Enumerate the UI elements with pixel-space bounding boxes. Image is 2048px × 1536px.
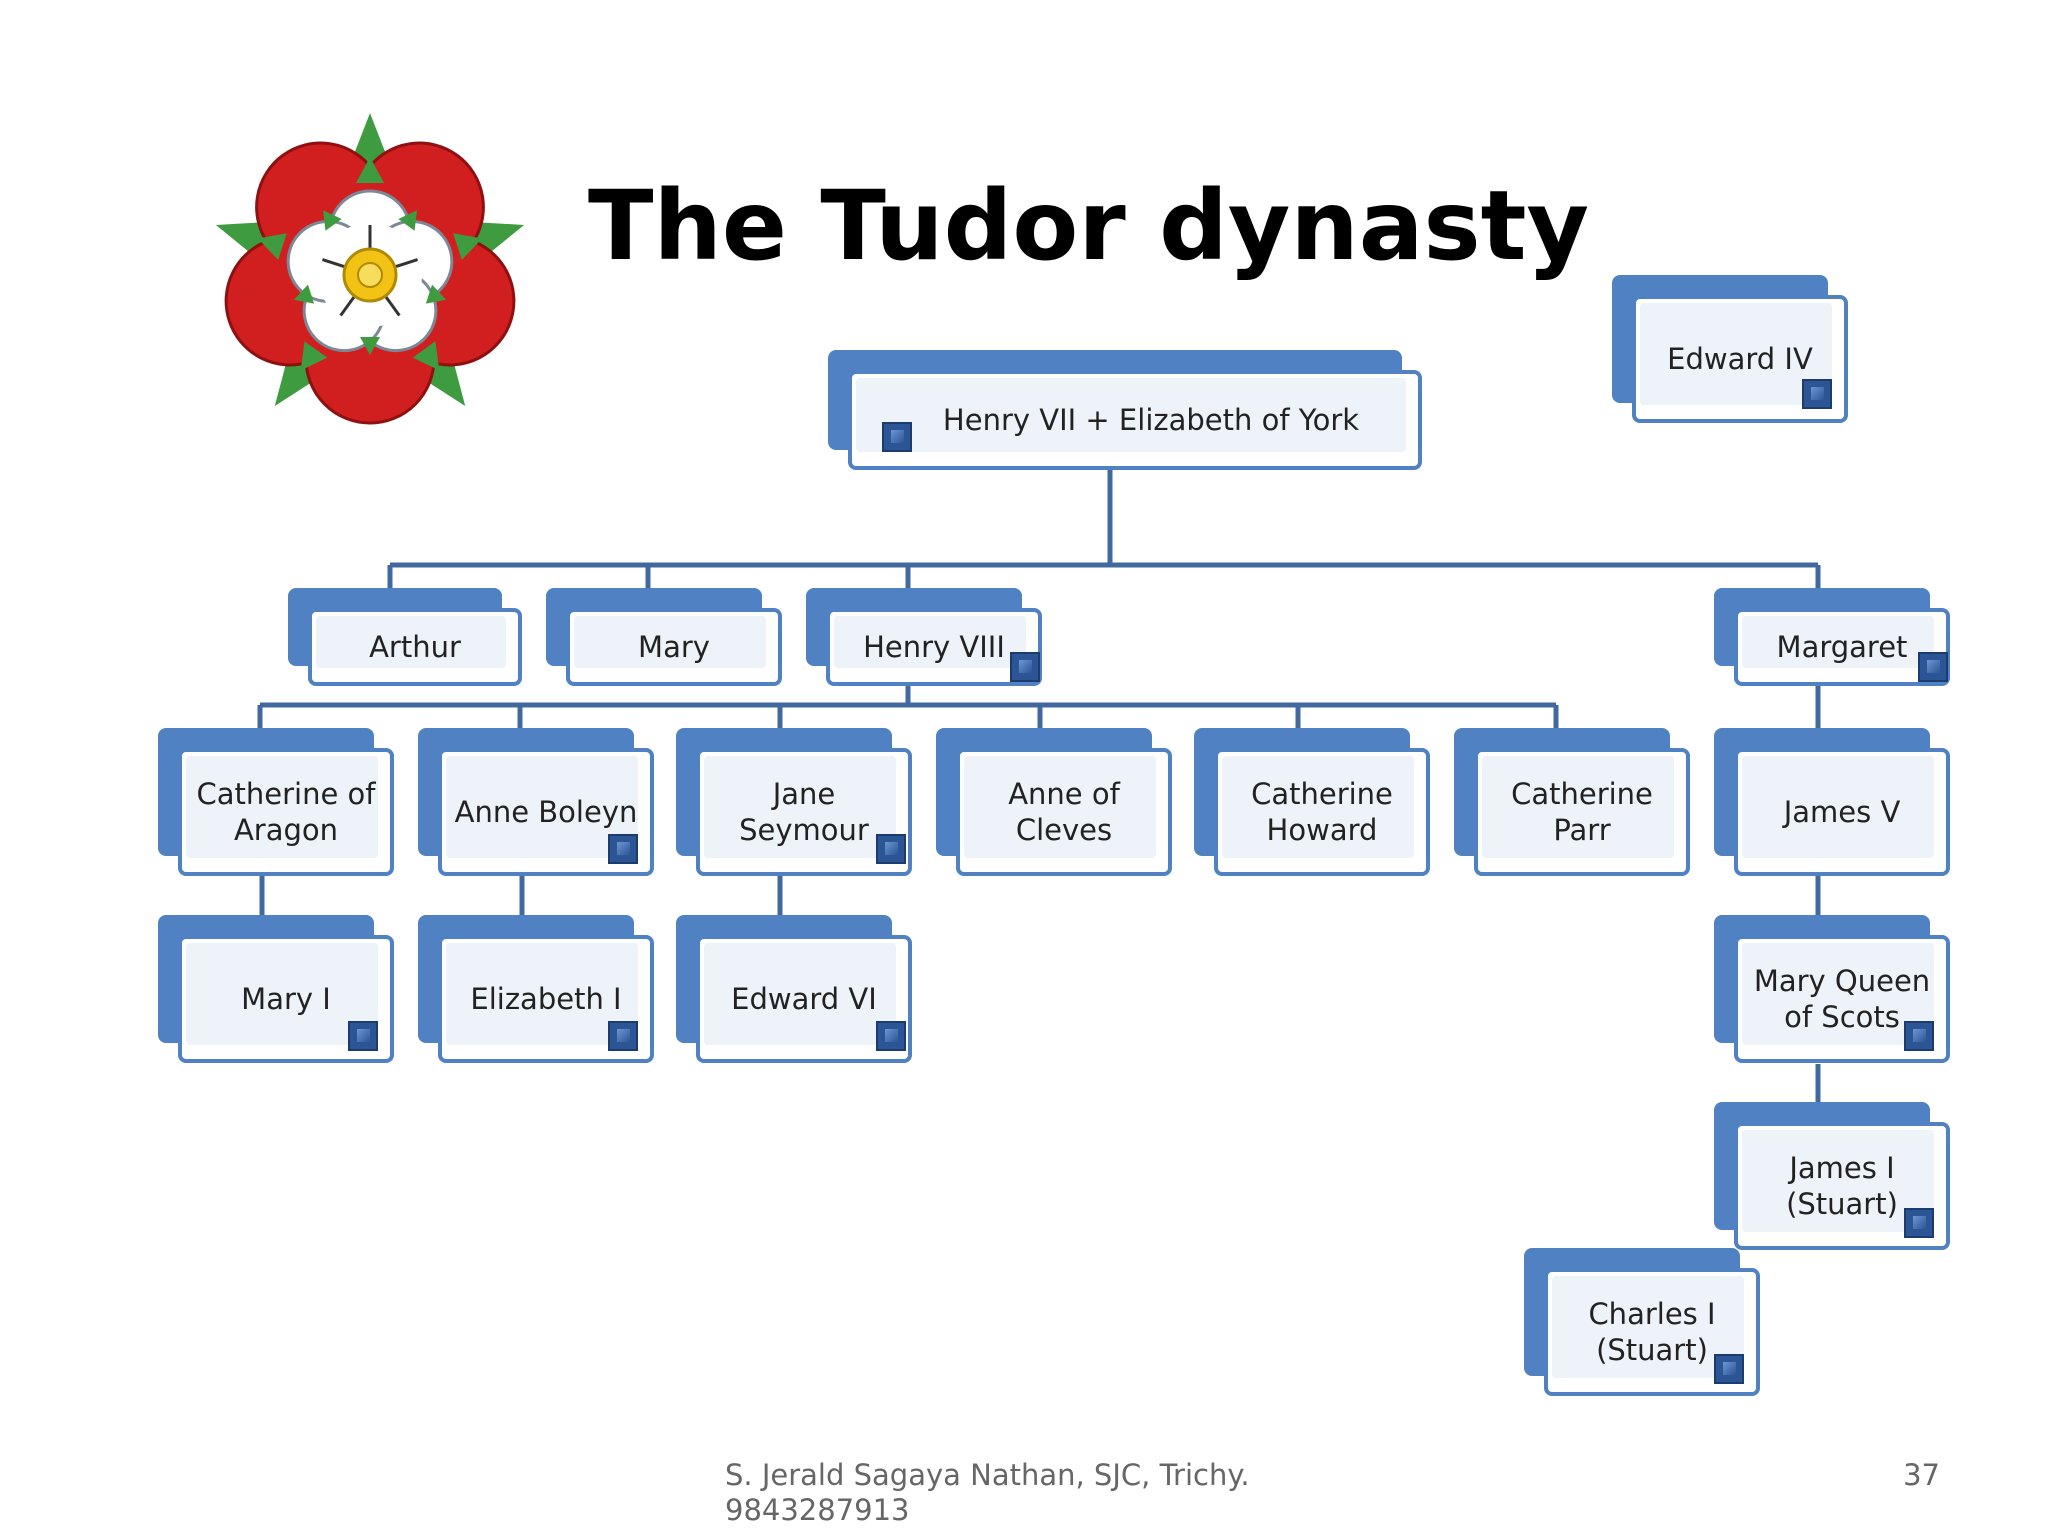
green-barbs xyxy=(257,157,483,371)
expand-icon[interactable] xyxy=(608,1021,638,1051)
node-label: Mary I xyxy=(241,982,331,1016)
expand-icon[interactable] xyxy=(608,834,638,864)
node-label: Jane Seymour xyxy=(739,777,869,847)
expand-icon[interactable] xyxy=(876,1021,906,1051)
green-inner-sepals xyxy=(293,210,447,355)
node-anne-of-cleves[interactable]: Anne of Cleves xyxy=(936,728,1172,876)
node-label: Charles I (Stuart) xyxy=(1588,1297,1716,1367)
node-label: Elizabeth I xyxy=(470,982,622,1016)
node-mary[interactable]: Mary xyxy=(546,588,782,686)
expand-icon[interactable] xyxy=(1714,1354,1744,1384)
expand-icon[interactable] xyxy=(348,1021,378,1051)
node-label: James I (Stuart) xyxy=(1786,1151,1898,1221)
node-jane-seymour[interactable]: Jane Seymour xyxy=(676,728,912,876)
node-henry-viii[interactable]: Henry VIII xyxy=(806,588,1042,686)
node-label: Edward IV xyxy=(1667,342,1813,376)
node-james-v[interactable]: James V xyxy=(1714,728,1950,876)
node-mary-queen-of-scots[interactable]: Mary Queen of Scots xyxy=(1714,915,1950,1063)
stamens xyxy=(321,225,419,317)
node-label: Margaret xyxy=(1776,630,1908,664)
node-henry-vii[interactable]: Henry VII + Elizabeth of York xyxy=(828,350,1422,470)
page-number: 37 xyxy=(1903,1458,1940,1492)
node-edward-iv[interactable]: Edward IV xyxy=(1612,275,1848,423)
node-label: Mary xyxy=(638,630,710,664)
node-elizabeth-i[interactable]: Elizabeth I xyxy=(418,915,654,1063)
expand-icon[interactable] xyxy=(1010,652,1040,682)
node-anne-boleyn[interactable]: Anne Boleyn xyxy=(418,728,654,876)
node-label: Mary Queen of Scots xyxy=(1753,964,1931,1034)
node-label: Catherine Parr xyxy=(1511,777,1653,847)
node-label: Edward VI xyxy=(731,982,877,1016)
node-label: Henry VII + Elizabeth of York xyxy=(942,403,1360,437)
footer-text: S. Jerald Sagaya Nathan, SJC, Trichy. 98… xyxy=(725,1458,1250,1527)
expand-icon[interactable] xyxy=(876,834,906,864)
tudor-rose-logo xyxy=(215,113,525,425)
expand-icon[interactable] xyxy=(1918,652,1948,682)
node-label: Anne of Cleves xyxy=(1008,777,1120,847)
node-edward-vi[interactable]: Edward VI xyxy=(676,915,912,1063)
expand-icon[interactable] xyxy=(1904,1021,1934,1051)
node-james-i[interactable]: James I (Stuart) xyxy=(1714,1102,1950,1250)
expand-icon[interactable] xyxy=(882,422,912,452)
node-mary-i[interactable]: Mary I xyxy=(158,915,394,1063)
page-title: The Tudor dynasty xyxy=(588,170,1590,282)
node-label: Catherine Howard xyxy=(1251,777,1393,847)
node-catherine-howard[interactable]: Catherine Howard xyxy=(1194,728,1430,876)
node-arthur[interactable]: Arthur xyxy=(288,588,522,686)
node-margaret[interactable]: Margaret xyxy=(1714,588,1950,686)
node-catherine-parr[interactable]: Catherine Parr xyxy=(1454,728,1690,876)
node-charles-i[interactable]: Charles I (Stuart) xyxy=(1524,1248,1760,1396)
expand-icon[interactable] xyxy=(1802,379,1832,409)
node-label: Anne Boleyn xyxy=(454,795,638,829)
node-catherine-of-aragon[interactable]: Catherine of Aragon xyxy=(158,728,394,876)
node-label: Catherine of Aragon xyxy=(196,777,376,847)
node-label: Arthur xyxy=(369,630,461,664)
node-label: James V xyxy=(1783,795,1901,829)
node-label: Henry VIII xyxy=(863,630,1005,664)
expand-icon[interactable] xyxy=(1904,1208,1934,1238)
